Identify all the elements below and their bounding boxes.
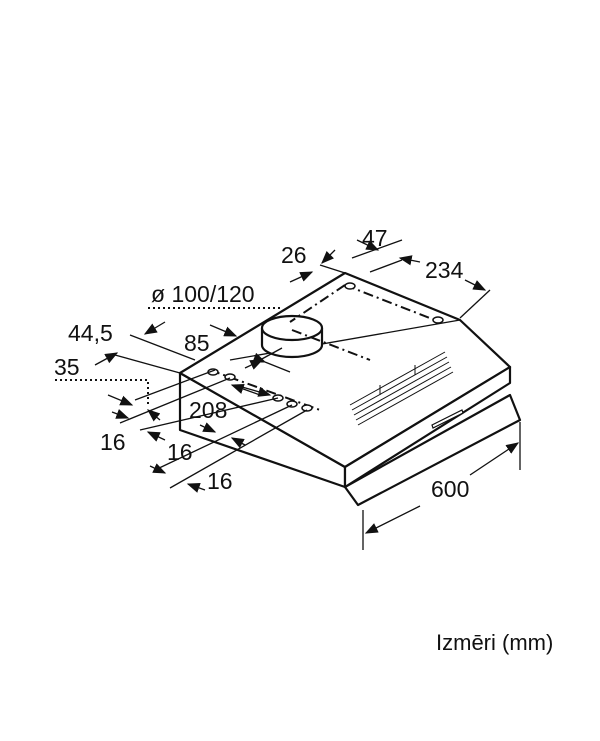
- dimension-lines: [55, 239, 521, 550]
- dim-16-a: 16: [100, 429, 126, 455]
- dimensions-caption: Izmēri (mm): [436, 630, 554, 655]
- dim-600: 600: [431, 476, 469, 502]
- dim-16-b: 16: [167, 439, 193, 465]
- dim-44-5: 44,5: [68, 320, 113, 346]
- dim-234: 234: [425, 257, 464, 283]
- dim-26: 26: [281, 242, 307, 268]
- dim-16-c: 16: [207, 468, 233, 494]
- dim-85: 85: [184, 330, 210, 356]
- dim-duct-diameter: ø 100/120: [151, 281, 255, 307]
- dim-35: 35: [54, 354, 80, 380]
- dim-208: 208: [189, 397, 227, 423]
- vent-grille: [349, 351, 454, 426]
- duct-collar: [260, 314, 324, 359]
- dimension-labels: 26 47 234 ø 100/120 44,5 85 35 208 16 16…: [54, 225, 469, 502]
- dim-47: 47: [362, 225, 388, 251]
